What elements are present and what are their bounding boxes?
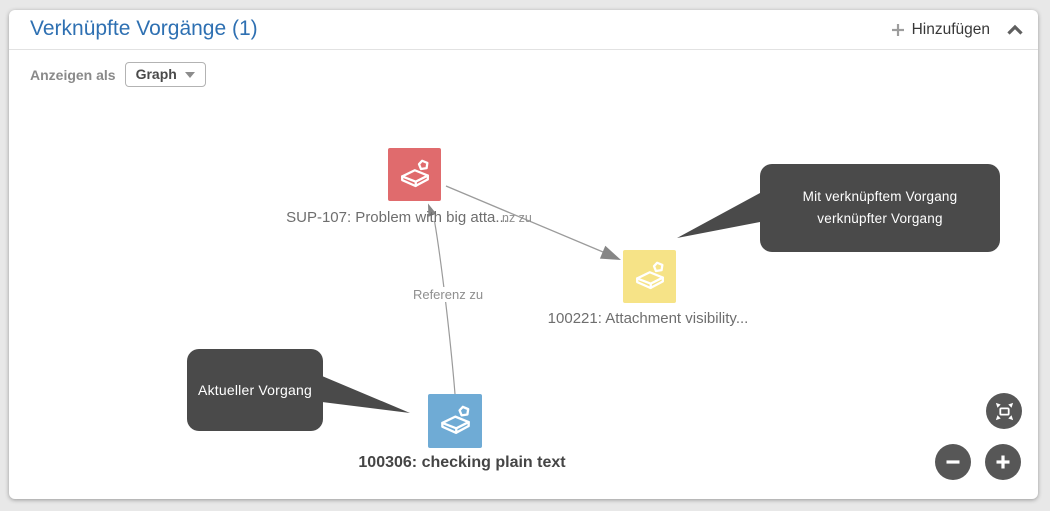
issue-node-100306-current[interactable] [428,394,482,448]
add-link-button[interactable]: Hinzufügen [891,21,990,39]
arrowhead-to-100221 [599,245,621,260]
issue-box-icon [635,261,664,289]
zoom-out-button[interactable] [935,444,971,480]
view-mode-dropdown[interactable]: Graph [124,62,206,87]
add-link-label: Hinzufügen [911,21,990,38]
node-label-100221[interactable]: 100221: Attachment visibility... [547,310,749,327]
zoom-in-button[interactable] [985,444,1021,480]
show-as-label: Anzeigen als [30,66,116,83]
tooltip-linked-line1: Mit verknüpftem Vorgang [802,189,958,205]
graph-toolbar: Anzeigen als Graph [30,62,206,87]
panel-header: Verknüpfte Vorgänge (1) Hinzufügen [9,10,1038,50]
issue-box-icon [440,405,470,434]
issue-node-100221[interactable] [623,250,676,303]
tooltip-tail-current [322,376,410,413]
chevron-up-icon [1007,24,1023,35]
issue-box-icon [400,159,429,187]
collapse-panel-button[interactable] [1006,24,1024,36]
tooltip-tail-linked [677,193,760,238]
node-label-sup-107[interactable]: SUP-107: Problem with big atta... [286,209,508,226]
tooltip-linked-line2: verknüpfter Vorgang [817,211,943,226]
linked-issues-panel: Verknüpfte Vorgänge (1) Hinzufügen Anzei… [9,10,1038,499]
minus-icon [946,460,960,464]
edge-label-referenz-zu: Referenz zu [409,287,487,302]
tooltip-linked-issue: Mit verknüpftem Vorgang verknüpfter Vorg… [760,164,1000,252]
plus-icon [996,455,1010,469]
fit-to-screen-button[interactable] [986,393,1022,429]
edge-label-fragment: nz zu [502,211,532,225]
node-label-100306[interactable]: 100306: checking plain text [358,454,566,471]
fit-to-screen-icon [995,402,1013,420]
view-mode-value: Graph [135,66,177,82]
plus-icon [891,24,904,36]
chevron-down-icon [184,72,195,78]
issue-node-sup-107[interactable] [388,148,441,201]
edge-100306-sup107 [433,220,456,395]
tooltip-current-issue: Aktueller Vorgang [187,349,323,431]
tooltip-current-text: Aktueller Vorgang [198,381,312,398]
panel-title: Verknüpfte Vorgänge (1) [30,17,258,40]
